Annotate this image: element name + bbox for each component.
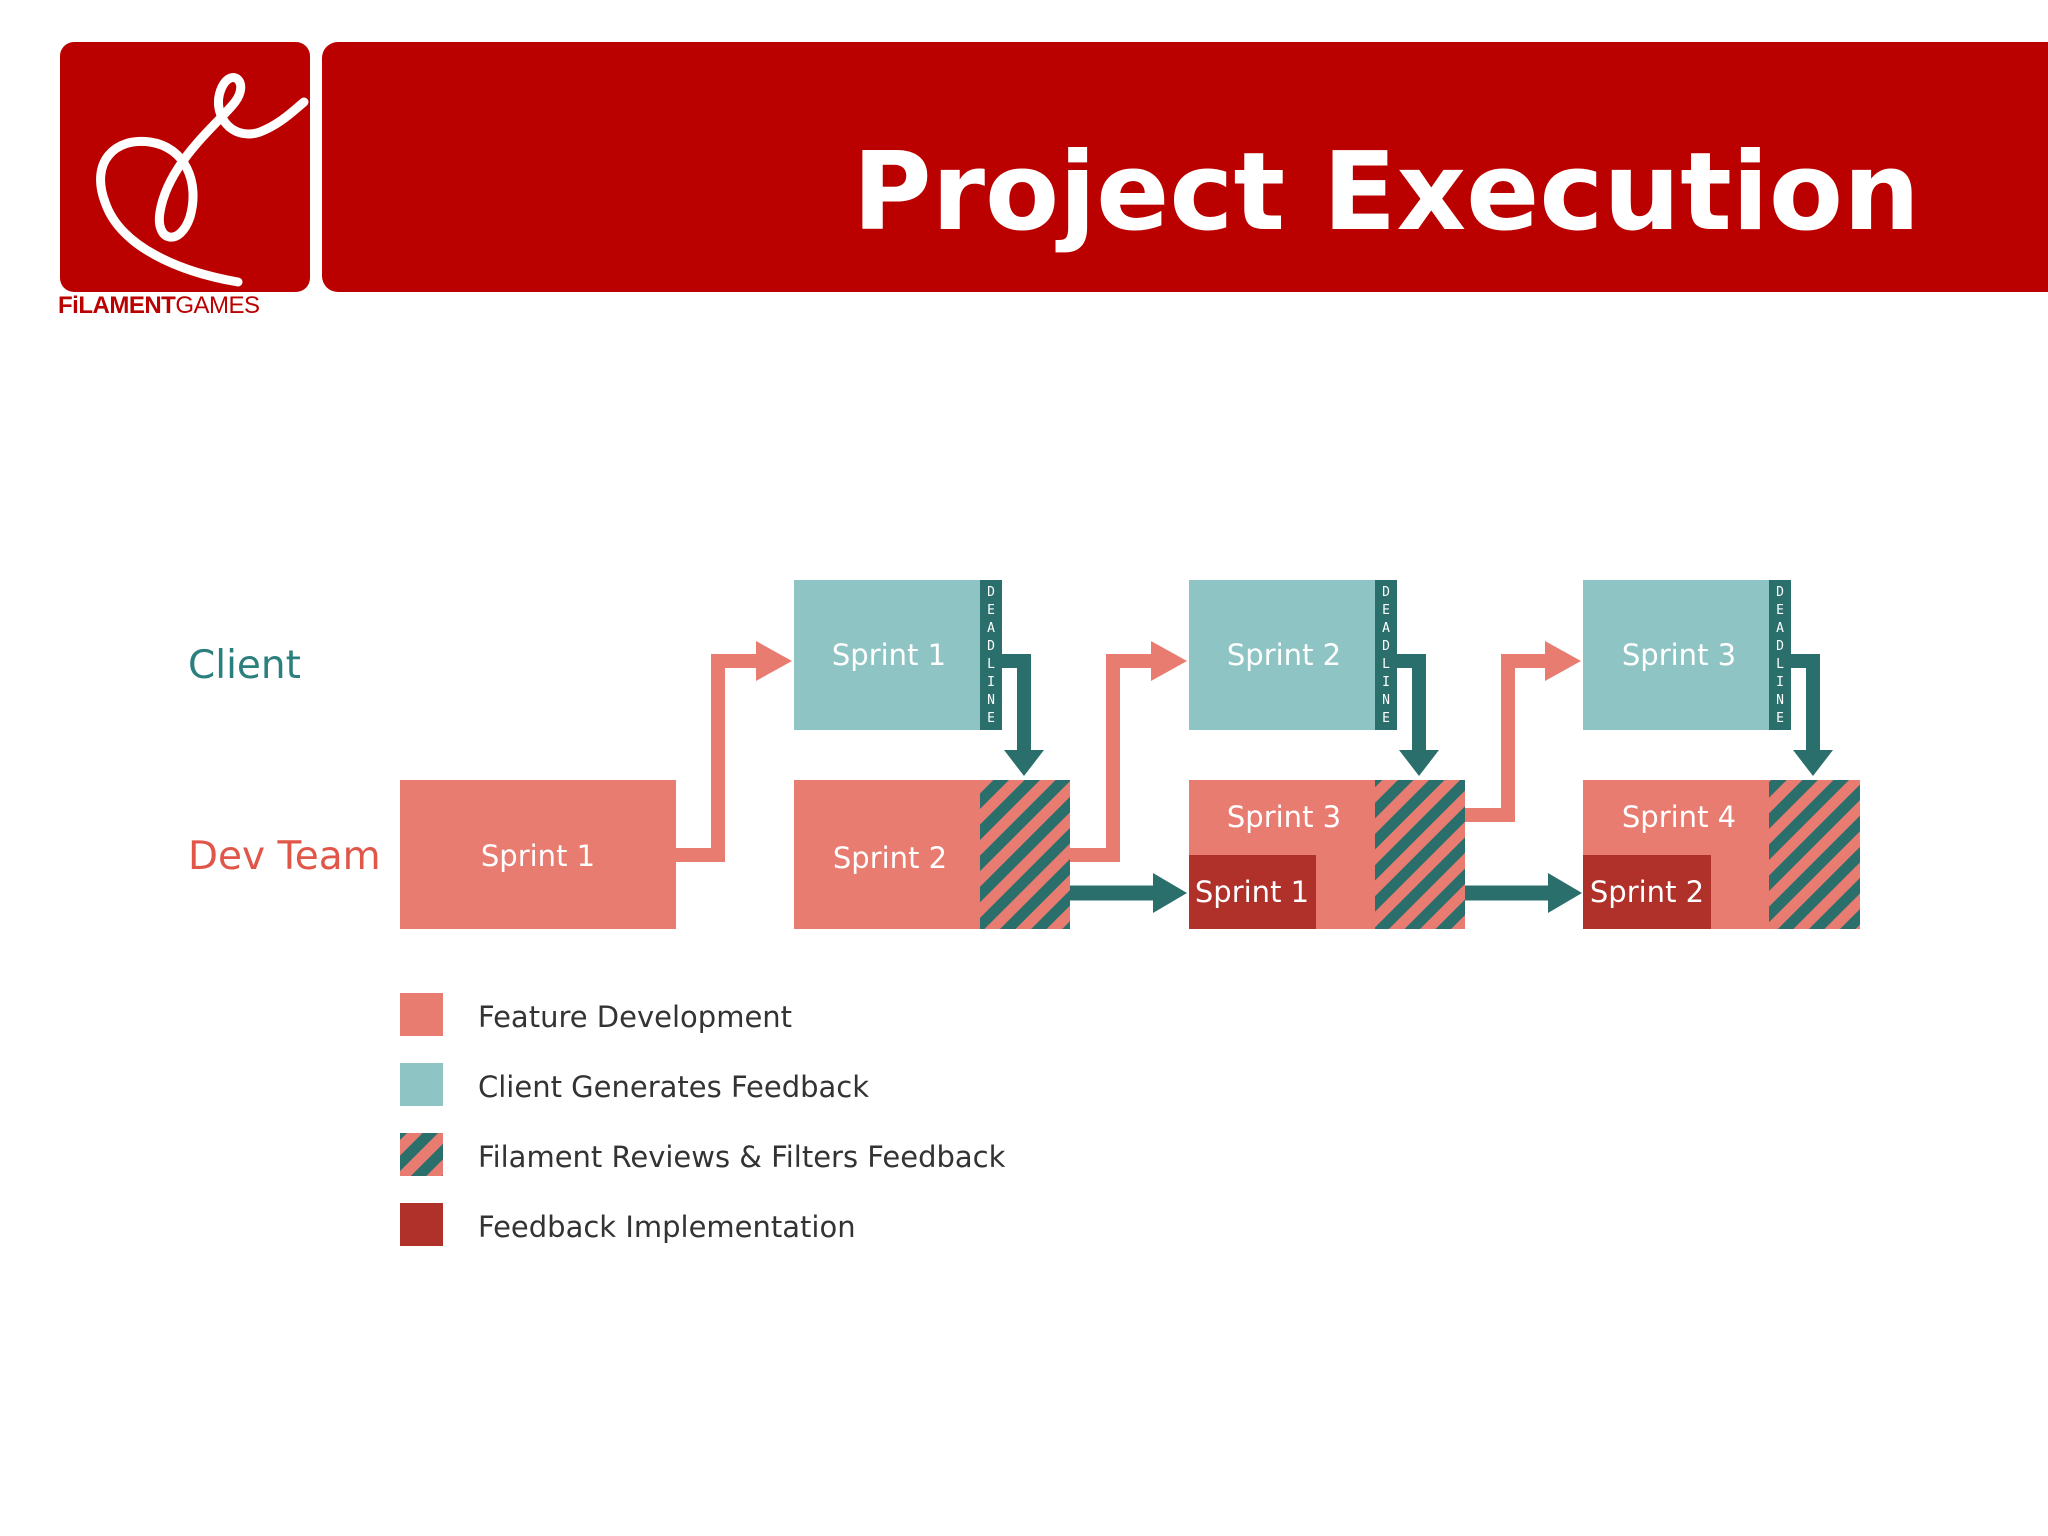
legend-swatch-client-feedback	[400, 1063, 443, 1106]
dev-sprint-box-1	[400, 780, 676, 929]
dev-sprint-label-4: Sprint 4	[1622, 800, 1736, 834]
legend-swatch-feature-development	[400, 993, 443, 1036]
legend-swatch-review-filter	[400, 1133, 443, 1176]
review-hatch-1	[980, 780, 1070, 929]
client-sprint-box-2	[1189, 580, 1375, 730]
feedback-arrows	[675, 641, 1581, 862]
deadline-arrows	[1002, 654, 1833, 776]
implementation-label-1: Sprint 1	[1195, 875, 1309, 909]
legend-label-feedback-implementation: Feedback Implementation	[478, 1210, 856, 1244]
lane-label-dev-team: Dev Team	[188, 834, 381, 879]
dev-sprint-label-2: Sprint 2	[833, 841, 947, 875]
lane-label-client: Client	[188, 643, 301, 688]
page-title: Project Execution	[852, 130, 1920, 255]
legend-swatch-feedback-implementation	[400, 1203, 443, 1246]
legend-label-client-feedback: Client Generates Feedback	[478, 1070, 869, 1104]
implementation-box-1	[1189, 855, 1316, 929]
review-hatch-3	[1769, 780, 1860, 929]
dev-sprint-label-3: Sprint 3	[1227, 800, 1341, 834]
legend: Feature Development Client Generates Fee…	[400, 993, 1006, 1246]
client-sprint-box-3	[1583, 580, 1769, 730]
filament-games-logo	[60, 42, 310, 292]
filament-swirl-icon	[96, 73, 309, 287]
deadline-strip-3	[1769, 580, 1791, 730]
client-sprint-label-1: Sprint 1	[832, 638, 946, 672]
title-banner	[322, 42, 2048, 292]
implementation-label-2: Sprint 2	[1590, 875, 1704, 909]
implementation-arrows	[1070, 873, 1582, 913]
legend-label-feature-development: Feature Development	[478, 1000, 792, 1034]
client-sprint-box-1	[794, 580, 980, 730]
implementation-box-2	[1583, 855, 1711, 929]
deadline-strip-1	[980, 580, 1002, 730]
deadline-strip-2	[1375, 580, 1397, 730]
dev-sprint-label-1: Sprint 1	[481, 839, 595, 873]
legend-label-review-filter: Filament Reviews & Filters Feedback	[478, 1140, 1006, 1174]
client-sprint-label-3: Sprint 3	[1622, 638, 1736, 672]
client-sprint-label-2: Sprint 2	[1227, 638, 1341, 672]
review-hatch-2	[1375, 780, 1465, 929]
logo-wordmark: FiLAMENTGAMES	[58, 292, 260, 319]
